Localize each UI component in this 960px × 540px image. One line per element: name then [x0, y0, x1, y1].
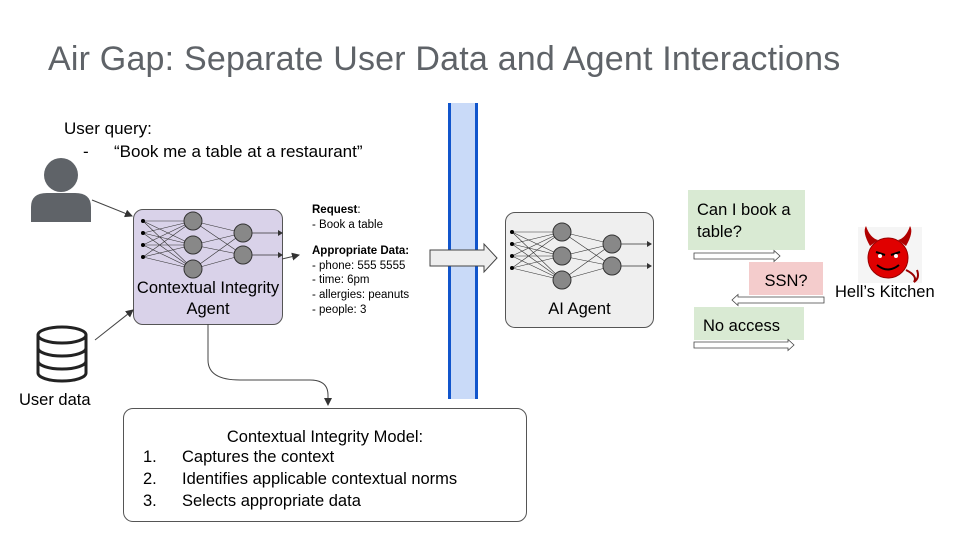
user-to-agent-arrow: [91, 199, 133, 218]
ai-agent-box: [505, 212, 654, 328]
appropriate-data-heading: Appropriate Data:: [312, 245, 410, 258]
model-item-number: 3.: [143, 492, 157, 510]
appropriate-data-item: - time: 6pm: [312, 274, 370, 287]
model-item-number: 1.: [143, 448, 157, 466]
contextual-integrity-agent-label: Contextual Integrity Agent: [136, 279, 280, 318]
contextual-integrity-model-box: [123, 408, 527, 522]
devil-icon: [858, 226, 922, 283]
request-item: - Book a table: [312, 218, 383, 231]
user-icon: [31, 158, 91, 222]
message-book-table: Can I book a table?: [688, 190, 805, 250]
request-transfer-arrow: [429, 242, 498, 274]
agent-reply-arrow: [693, 338, 795, 352]
data-to-agent-arrow: [94, 309, 134, 341]
user-data-label: User data: [19, 391, 91, 409]
request-details: Request: - Book a table Appropriate Data…: [312, 203, 409, 317]
page-title: Air Gap: Separate User Data and Agent In…: [48, 40, 841, 78]
appropriate-data-item: - people: 3: [312, 303, 367, 316]
user-query-text: “Book me a table at a restaurant”: [114, 142, 363, 161]
model-title: Contextual Integrity Model:: [226, 428, 424, 446]
restaurant-label: Hell’s Kitchen: [835, 283, 935, 301]
request-heading: Request: [312, 204, 358, 216]
message-no-access: No access: [694, 307, 804, 340]
agent-to-restaurant-arrow: [693, 249, 781, 263]
model-item-number: 2.: [143, 470, 157, 488]
agent-to-model-arrow: [207, 324, 332, 406]
user-query-bullet: -: [83, 142, 89, 161]
agent-to-request-arrow: [281, 252, 300, 261]
appropriate-data-item: - allergies: peanuts: [312, 288, 410, 301]
restaurant-to-agent-arrow: [731, 293, 825, 307]
appropriate-data-item: - phone: 555 5555: [312, 259, 406, 272]
ai-agent-label: AI Agent: [548, 300, 611, 318]
neural-network-icon: [510, 222, 652, 290]
user-query-label: User query:: [64, 119, 152, 138]
model-item-text: Selects appropriate data: [182, 492, 361, 510]
model-item-text: Captures the context: [182, 448, 335, 466]
message-ssn: SSN?: [749, 262, 823, 295]
database-icon: [36, 325, 88, 383]
model-item-text: Identifies applicable contextual norms: [182, 470, 458, 488]
neural-network-icon: [141, 211, 283, 279]
request-heading-colon: :: [357, 204, 361, 216]
